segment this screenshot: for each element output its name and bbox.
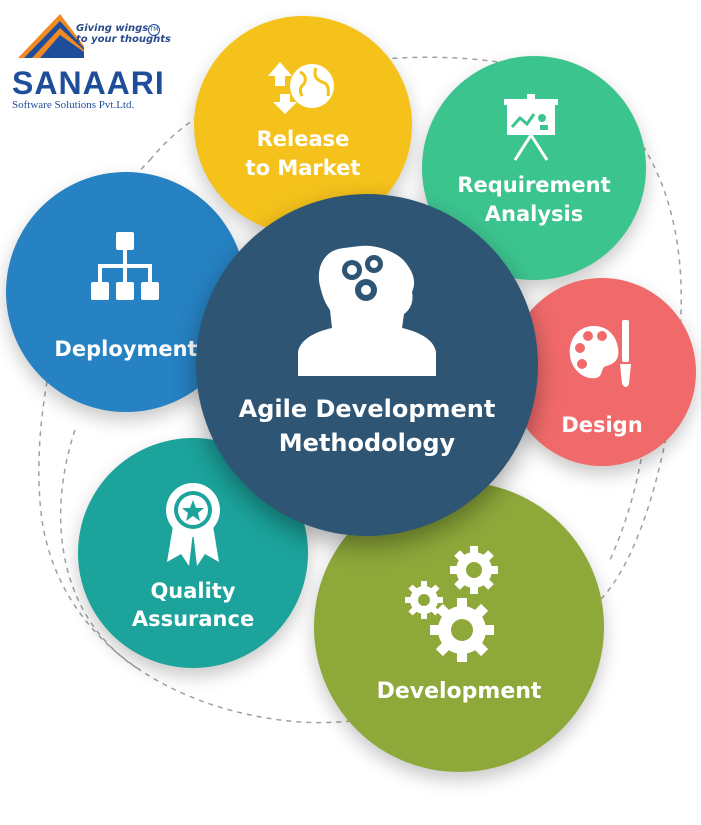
development-label: Development: [376, 679, 542, 704]
roof-logo-icon: [18, 14, 84, 58]
trademark-mark: TM: [148, 24, 160, 36]
quality-label-line-1: Quality: [150, 579, 236, 603]
logo-tagline-2: to your thoughts: [76, 34, 171, 45]
palette-brush-icon: [569, 320, 631, 387]
presentation-board-icon: [504, 94, 558, 161]
logo-name: SANAARI: [12, 65, 165, 101]
hierarchy-icon: [91, 232, 159, 300]
gears-icon: [405, 546, 498, 662]
logo-tagline-1: Giving wings: [76, 23, 149, 34]
center-agile-methodology: Agile Development Methodology: [196, 194, 538, 536]
requirement-label-line-1: Requirement: [457, 173, 611, 197]
center-title-line-2: Methodology: [278, 429, 456, 457]
release-label-line-1: Release: [256, 127, 350, 151]
design-label: Design: [561, 413, 643, 437]
requirement-label-line-2: Analysis: [484, 202, 584, 226]
release-label-line-2: to Market: [245, 156, 361, 180]
logo-subtitle: Software Solutions Pvt.Ltd.: [12, 99, 135, 111]
head-gears-icon: [298, 245, 436, 376]
company-logo: Giving wings to your thoughts TM SANAARI…: [10, 10, 171, 111]
quality-label-line-2: Assurance: [131, 607, 255, 631]
release-globe-icon: [268, 62, 334, 114]
deployment-label: Deployment: [54, 337, 198, 361]
award-badge-icon: [166, 483, 220, 566]
node-design: Design: [508, 278, 696, 466]
center-title-line-1: Agile Development: [238, 395, 496, 423]
